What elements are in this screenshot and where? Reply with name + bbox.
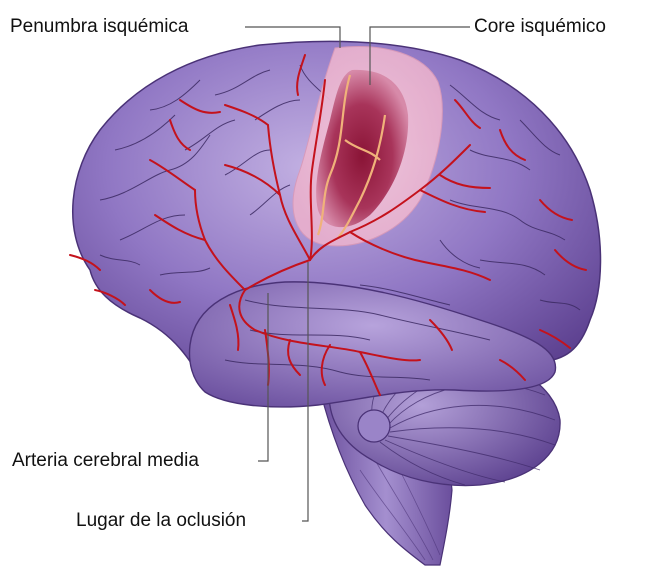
pons [358, 410, 390, 442]
core-label: Core isquémico [474, 17, 606, 36]
penumbra-label: Penumbra isquémica [10, 17, 188, 36]
artery-label: Arteria cerebral media [12, 451, 199, 470]
occlusion-label: Lugar de la oclusión [76, 511, 246, 530]
